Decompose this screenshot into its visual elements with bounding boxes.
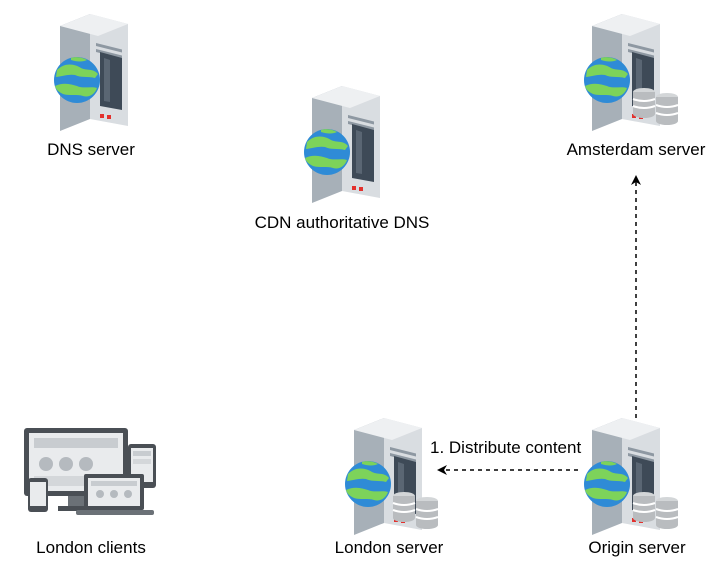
dns-server-node[interactable] <box>54 14 128 131</box>
edge-label-distribute-content: 1. Distribute content <box>430 438 582 458</box>
devices-icon <box>24 428 156 515</box>
amsterdam-server-label: Amsterdam server <box>566 140 706 159</box>
origin-server-node[interactable] <box>584 418 679 535</box>
amsterdam-server-node[interactable] <box>584 14 679 131</box>
london-clients-node[interactable] <box>24 428 156 515</box>
origin-server-label: Origin server <box>588 538 686 557</box>
london-server-node[interactable] <box>345 418 439 535</box>
cdn-authoritative-dns-label: CDN authoritative DNS <box>254 213 430 232</box>
dns-server-label: DNS server <box>47 140 135 159</box>
server-globe-storage-icon <box>584 418 679 535</box>
server-globe-icon <box>304 86 380 203</box>
server-globe-icon <box>54 14 128 131</box>
server-globe-storage-icon <box>345 418 439 535</box>
london-clients-label: London clients <box>36 538 146 557</box>
london-server-label: London server <box>334 538 444 557</box>
server-globe-storage-icon <box>584 14 679 131</box>
cdn-authoritative-dns-node[interactable] <box>304 86 380 203</box>
